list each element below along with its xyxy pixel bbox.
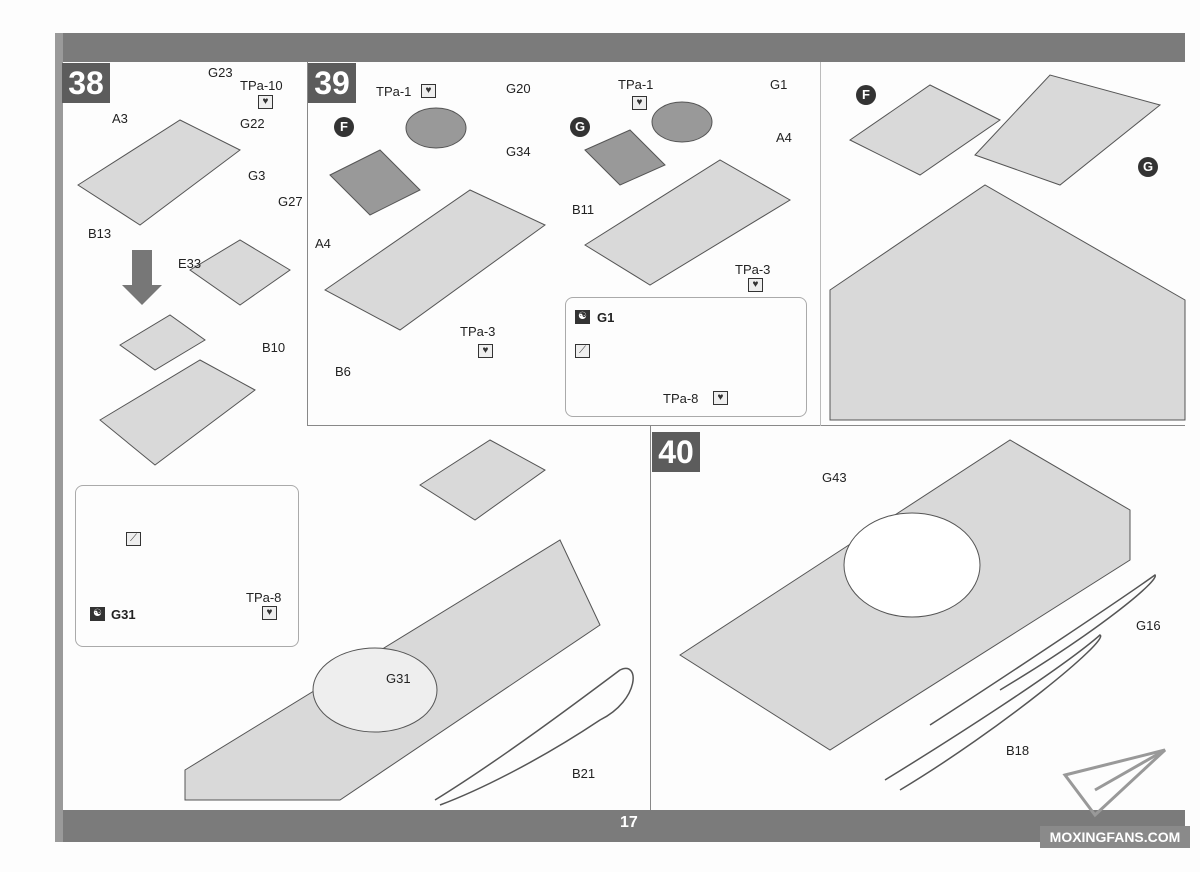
label-tpa1: TPa-1 bbox=[376, 84, 412, 99]
divider bbox=[307, 62, 308, 426]
divider bbox=[650, 425, 651, 810]
turret-ring bbox=[312, 647, 438, 733]
glue-icon: ☯ bbox=[575, 310, 590, 324]
label-e33: E33 bbox=[178, 256, 202, 271]
watermark-plane-icon bbox=[1062, 748, 1167, 818]
label-b13: B13 bbox=[88, 226, 112, 241]
turret-ring bbox=[843, 512, 981, 618]
label-g23: G23 bbox=[208, 65, 233, 80]
label-tpa8: TPa-8 bbox=[246, 590, 282, 605]
panel-g bbox=[974, 74, 1162, 186]
photo-etch-icon: ♥ bbox=[421, 84, 436, 98]
mesh-screen bbox=[584, 129, 666, 186]
label-b10: B10 bbox=[262, 340, 286, 355]
label-g34: G34 bbox=[506, 144, 531, 159]
engine-deck bbox=[419, 439, 546, 521]
label-g1: G1 bbox=[770, 77, 788, 92]
sub-box-g31 bbox=[75, 485, 299, 647]
marker-f: F bbox=[856, 85, 876, 105]
page-number: 17 bbox=[620, 814, 638, 831]
label-g3: G3 bbox=[248, 168, 266, 183]
photo-etch-icon: ♥ bbox=[713, 391, 728, 405]
label-a4: A4 bbox=[315, 236, 331, 251]
label-g20: G20 bbox=[506, 81, 531, 96]
label-b11: B11 bbox=[572, 202, 595, 217]
watermark-text: MOXINGFANS.COM bbox=[1040, 826, 1190, 848]
cut-icon: ⟋ bbox=[126, 532, 141, 546]
step-40: 40 bbox=[652, 432, 700, 472]
glue-icon: ☯ bbox=[90, 607, 105, 621]
divider bbox=[307, 425, 1185, 426]
label-g27: G27 bbox=[278, 194, 303, 209]
part-b13-lower bbox=[99, 359, 256, 466]
panel-f bbox=[849, 84, 1001, 176]
label-g22: G22 bbox=[240, 116, 265, 131]
photo-etch-icon: ♥ bbox=[632, 96, 647, 110]
marker-g: G bbox=[570, 117, 590, 137]
label-tpa3: TPa-3 bbox=[460, 324, 496, 339]
photo-etch-icon: ♥ bbox=[478, 344, 493, 358]
marker-g: G bbox=[1138, 157, 1158, 177]
marker-f: F bbox=[334, 117, 354, 137]
tow-cable-b18 bbox=[929, 574, 1156, 726]
photo-etch-icon: ♥ bbox=[748, 278, 763, 292]
part-b10 bbox=[189, 239, 291, 306]
part-b6 bbox=[324, 189, 546, 331]
part-b11 bbox=[584, 159, 791, 286]
left-border bbox=[55, 33, 63, 842]
arrow-down-icon bbox=[122, 250, 162, 305]
step-38: 38 bbox=[62, 63, 110, 103]
label-tpa8: TPa-8 bbox=[663, 391, 699, 406]
footer-band bbox=[55, 810, 1185, 842]
step-39: 39 bbox=[308, 63, 356, 103]
header-band bbox=[55, 33, 1185, 62]
label-g43: G43 bbox=[822, 470, 847, 485]
label-g31: G31 bbox=[386, 671, 411, 686]
hull-top-39 bbox=[829, 184, 1186, 421]
label-g31: G31 bbox=[111, 607, 136, 622]
label-g16: G16 bbox=[1136, 618, 1161, 633]
label-b21: B21 bbox=[572, 766, 596, 781]
label-a3: A3 bbox=[112, 111, 128, 126]
divider bbox=[820, 62, 821, 426]
cut-icon: ⟋ bbox=[575, 344, 590, 358]
photo-etch-icon: ♥ bbox=[258, 95, 273, 109]
mesh-round bbox=[405, 107, 467, 149]
sub-box-g1 bbox=[565, 297, 807, 417]
photo-etch-icon: ♥ bbox=[262, 606, 277, 620]
mesh-round bbox=[651, 101, 713, 143]
label-a4: A4 bbox=[776, 130, 792, 145]
part-assembled-38 bbox=[119, 314, 206, 371]
part-b13 bbox=[77, 119, 241, 226]
label-tpa10: TPa-10 bbox=[240, 78, 283, 93]
tow-cable-b21 bbox=[434, 667, 634, 806]
label-b18: B18 bbox=[1006, 743, 1030, 758]
tow-cable-b18 bbox=[884, 634, 1102, 791]
label-tpa3: TPa-3 bbox=[735, 262, 771, 277]
label-b6: B6 bbox=[335, 364, 351, 379]
label-g1: G1 bbox=[597, 310, 615, 325]
mesh-screen bbox=[329, 149, 421, 216]
label-tpa1: TPa-1 bbox=[618, 77, 654, 92]
